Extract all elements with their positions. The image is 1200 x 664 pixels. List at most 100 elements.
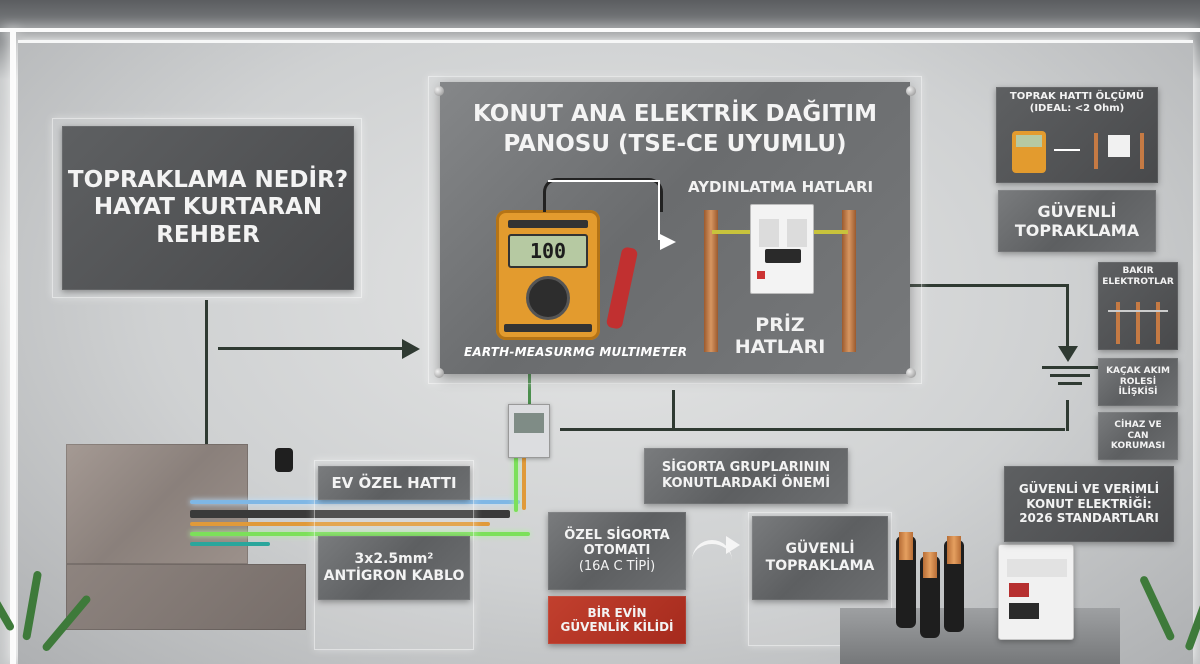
device-protection-line-1: CİHAZ VE [1114, 419, 1162, 430]
special-fuse-line-3: (16A C TİPİ) [578, 558, 656, 574]
cable-wire-grey [190, 510, 510, 518]
leakage-relay-line-1: KAÇAK AKIM [1106, 365, 1170, 376]
main-distribution-board: KONUT ANA ELEKTRİK DAĞITIM PANOSU (TSE-C… [434, 82, 916, 378]
special-fuse-panel: ÖZEL SİGORTA OTOMATI (16A C TİPİ) [548, 512, 686, 590]
bolt-icon [434, 368, 444, 378]
connector-to-ground-b [1066, 400, 1069, 431]
measure-arrow-icon [660, 234, 676, 250]
bolt-icon [906, 86, 916, 96]
pedestal [840, 608, 1120, 664]
main-title: KONUT ANA ELEKTRİK DAĞITIM PANOSU (TSE-C… [440, 100, 910, 160]
home-lock-panel: BİR EVİN GÜVENLİK KİLİDİ [548, 596, 686, 644]
multimeter-icon: 100 [496, 210, 600, 340]
standards-line-3: 2026 STANDARTLARI [1019, 511, 1159, 526]
flow-arrowhead-icon [726, 536, 740, 554]
ground-symbol-icon [1042, 366, 1098, 385]
copper-electrodes-line-1: BAKIR [1122, 266, 1154, 276]
wall-block-top [66, 444, 248, 564]
connector-board-side [672, 390, 675, 428]
cable-wire-green [190, 532, 530, 536]
multimeter-caption: EARTH-MEASURMG MULTIMETER [464, 345, 688, 359]
home-line-label: EV ÖZEL HATTI [331, 474, 457, 492]
connector-right-arrow-icon [1058, 346, 1078, 362]
copper-electrodes-panel: BAKIR ELEKTROTLAR [1098, 262, 1178, 350]
cable-wire-blue [190, 500, 520, 504]
device-protection-panel: CİHAZ VE CAN KORUMASI [1098, 412, 1178, 460]
copper-electrodes-line-2: ELEKTROTLAR [1102, 276, 1174, 287]
multimeter-probe [605, 246, 639, 330]
device-protection-line-2: CAN [1127, 430, 1149, 441]
fuse-groups-line-2: KONUTLARDAKİ ÖNEMİ [661, 476, 831, 491]
lighting-lines-label: AYDINLATMA HATLARI [688, 178, 874, 196]
wall-light-strip [10, 30, 16, 664]
ground-test-panel: TOPRAK HATTI ÖLÇÜMÜ (IDEAL: <2 Ohm) [996, 87, 1158, 183]
rcd-device-icon [998, 544, 1074, 640]
ceiling-light-strip [0, 28, 1200, 32]
bolt-icon [906, 368, 916, 378]
connector-right-down [1066, 284, 1069, 349]
ground-test-line-2: (IDEAL: <2 Ohm) [1029, 103, 1125, 114]
cable-sample-icon [920, 552, 940, 638]
socket-lines-line-1: PRİZ [755, 314, 805, 336]
fuse-groups-line-1: SİGORTA GRUPLARININ [661, 460, 831, 476]
left-title-line-3: REHBER [156, 221, 260, 248]
safe-grounding-mid-line-2: TOPRAKLAMA [765, 558, 875, 574]
leakage-relay-panel: KAÇAK AKIM ROLESİ İLİŞKİSİ [1098, 358, 1178, 406]
leakage-relay-line-2: ROLESİ [1119, 376, 1157, 387]
special-fuse-line-1: ÖZEL SİGORTA [564, 527, 670, 543]
standards-line-1: GÜVENLİ VE VERİMLİ [1018, 482, 1160, 497]
distribution-box-icon [508, 404, 550, 458]
ground-test-meter-icon [1012, 131, 1046, 173]
cable-riser [514, 440, 518, 512]
cable-spec-line-2: ANTİGRON KABLO [323, 568, 465, 584]
safe-grounding-mid-line-1: GÜVENLİ [785, 541, 855, 558]
cable-wire-orange [190, 522, 490, 526]
safe-grounding-right-panel: GÜVENLİ TOPRAKLAMA [998, 190, 1156, 252]
home-lock-line-2: GÜVENLİK KİLİDİ [560, 620, 674, 634]
main-title-line-2: PANOSU (TSE-CE UYUMLU) [503, 130, 847, 157]
home-line-panel: EV ÖZEL HATTI [318, 466, 470, 500]
ground-test-line-1: TOPRAK HATTI ÖLÇÜMÜ [1009, 91, 1145, 102]
measure-line [548, 180, 660, 240]
safe-grounding-right-line-1: GÜVENLİ [1037, 201, 1117, 221]
multimeter-display: 100 [529, 239, 567, 263]
copper-rod-icon [1136, 302, 1140, 344]
copper-bar-left [704, 210, 718, 352]
cable-sample-icon [896, 532, 916, 628]
cable-panel: 3x2.5mm² ANTİGRON KABLO [318, 536, 470, 600]
flow-arrow-icon [692, 540, 732, 560]
copper-rod-icon [1116, 302, 1120, 344]
socket-lines-label: PRİZ HATLARI [730, 314, 830, 358]
left-title-line-2: HAYAT KURTARAN [93, 194, 323, 221]
device-protection-line-3: KORUMASI [1110, 441, 1166, 452]
cable-wire-teal [190, 542, 270, 546]
socket-lines-line-2: HATLARI [734, 336, 826, 358]
leakage-relay-line-3: İLİŞKİSİ [1118, 387, 1158, 398]
wall-block-bottom [66, 564, 306, 630]
ground-test-arrow-icon [1054, 149, 1080, 151]
copper-bar-right [842, 210, 856, 352]
special-fuse-line-2: OTOMATI [583, 543, 651, 559]
connector-right-horizontal [908, 284, 1068, 287]
connector-left-vertical [205, 300, 208, 445]
safe-grounding-mid-panel: GÜVENLİ TOPRAKLAMA [752, 516, 888, 600]
socket-plug-icon [275, 448, 293, 472]
standards-panel: GÜVENLİ VE VERİMLİ KONUT ELEKTRİĞİ: 2026… [1004, 466, 1174, 542]
cable-sample-icon [944, 536, 964, 632]
left-title-panel: TOPRAKLAMA NEDİR? HAYAT KURTARAN REHBER [62, 126, 354, 290]
standards-line-2: KONUT ELEKTRİĞİ: [1026, 496, 1152, 511]
ground-test-breaker-icon [1094, 133, 1144, 169]
copper-rod-icon [1156, 302, 1160, 344]
cable-riser-orange [522, 450, 526, 510]
safe-grounding-right-line-2: TOPRAKLAMA [1014, 221, 1140, 240]
cable-spec-line-1: 3x2.5mm² [354, 551, 434, 568]
left-title-line-1: TOPRAKLAMA NEDİR? [67, 166, 349, 193]
connector-board-down [528, 368, 531, 408]
connector-left-horizontal [218, 347, 413, 350]
fuse-groups-panel: SİGORTA GRUPLARININ KONUTLARDAKİ ÖNEMİ [644, 448, 848, 504]
bolt-icon [434, 86, 444, 96]
connector-to-ground-a [560, 428, 1065, 431]
connector-arrow-icon [402, 339, 420, 359]
home-lock-line-1: BİR EVİN [587, 605, 647, 620]
circuit-breaker-icon [750, 204, 814, 294]
